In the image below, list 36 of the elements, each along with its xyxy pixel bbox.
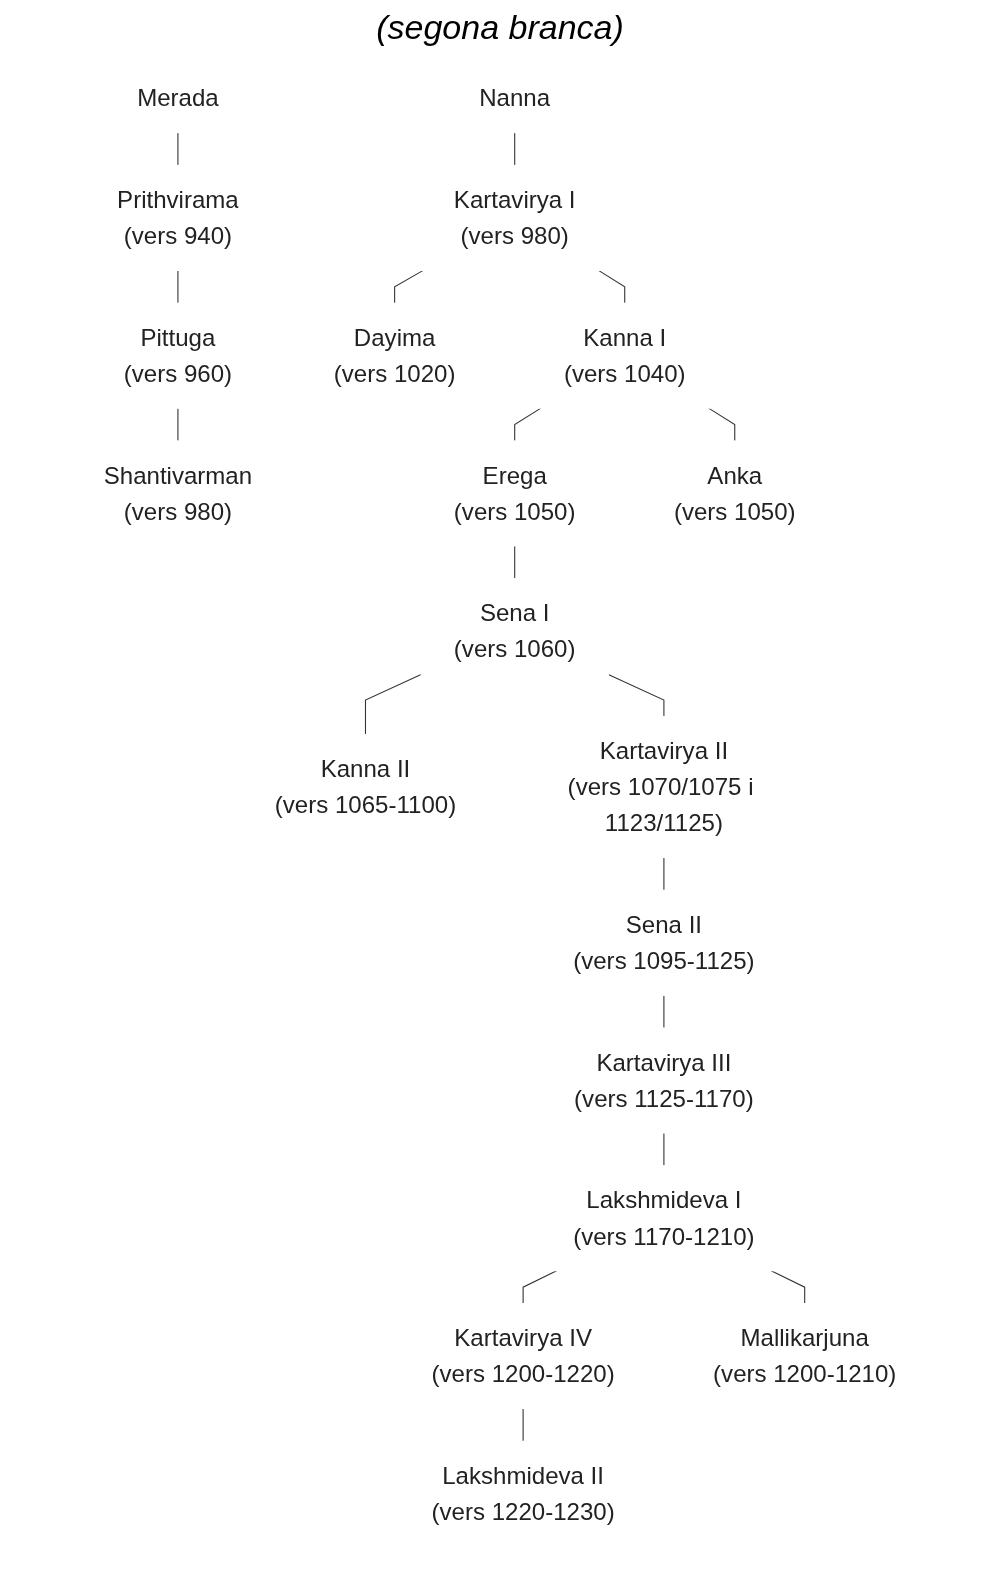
connector	[598, 269, 626, 304]
node-text: Kanna I (vers 1040)	[563, 323, 686, 388]
connector	[522, 1407, 524, 1442]
node-text: Mallikarjuna (vers 1200-1210)	[713, 1324, 897, 1388]
connector	[177, 132, 179, 166]
node-text: Kanna II (vers 1065-1100)	[274, 755, 457, 819]
connector	[708, 407, 736, 442]
connector	[177, 269, 179, 304]
node-text: Kartavirya IV (vers 1200-1220)	[431, 1324, 615, 1388]
connector	[394, 269, 424, 304]
node-text: Pittuga (vers 960)	[123, 323, 233, 388]
connector	[364, 673, 422, 736]
connector	[663, 1132, 665, 1167]
node-text: Lakshmideva I (vers 1170-1210)	[573, 1186, 755, 1250]
connector	[522, 1270, 558, 1305]
node-text: Nanna	[479, 84, 551, 112]
node-text: Dayima (vers 1020)	[333, 323, 456, 388]
node-text: Lakshmideva II (vers 1220-1230)	[431, 1462, 615, 1526]
node-text: Kartavirya II (vers 1070/1075 i 1123/1125)	[567, 737, 754, 837]
note-text: (segona branca)	[376, 8, 624, 47]
connector	[514, 132, 516, 166]
node-text: Prithvirama (vers 940)	[117, 186, 239, 250]
node-text: Kartavirya III (vers 1125-1170)	[574, 1048, 754, 1113]
node-text: Shantivarman (vers 980)	[103, 461, 253, 526]
node-text: Sena II (vers 1095-1125)	[573, 911, 755, 975]
connector	[770, 1270, 806, 1305]
connector	[663, 994, 665, 1029]
node-text: Sena I (vers 1060)	[453, 599, 576, 663]
connector	[177, 407, 179, 442]
node-text: Anka (vers 1050)	[673, 461, 796, 526]
node-text: Merada	[137, 84, 219, 112]
connector	[514, 545, 516, 580]
connector	[514, 407, 542, 442]
node-text: Kartavirya I (vers 980)	[453, 186, 576, 250]
connector	[663, 856, 665, 891]
node-text: Erega (vers 1050)	[453, 461, 576, 526]
